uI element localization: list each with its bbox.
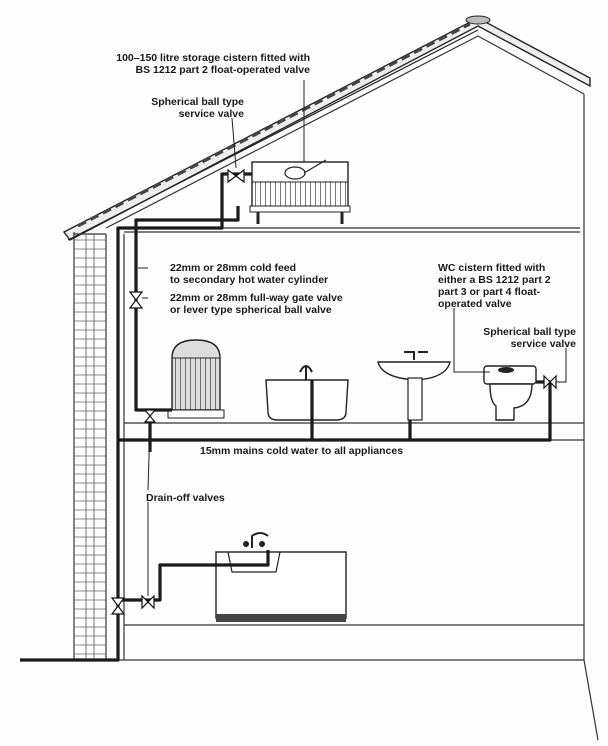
brick-courses xyxy=(74,239,106,655)
drain-off-valve-ground xyxy=(110,594,155,615)
wash-basin xyxy=(377,351,451,421)
label-top-service-valve: Spherical ball type service valve xyxy=(151,96,244,120)
storage-cistern xyxy=(249,159,351,224)
label-gate-valve: 22mm or 28mm full-way gate valve or leve… xyxy=(170,292,343,316)
valve-top-service xyxy=(227,168,245,184)
kitchen-sink-unit xyxy=(215,532,347,622)
drain-off-valve-cylinder xyxy=(143,409,157,423)
hot-water-cylinder xyxy=(167,339,225,419)
roof xyxy=(62,15,591,241)
label-cold-feed: 22mm or 28mm cold feed to secondary hot … xyxy=(170,262,329,286)
wc-pan xyxy=(483,365,537,421)
bath xyxy=(265,365,349,421)
label-mains-cold-water: 15mm mains cold water to all appliances xyxy=(200,445,404,457)
label-wc-cistern: WC cistern fitted with either a BS 1212 … xyxy=(438,262,551,310)
label-storage-cistern: 100–150 litre storage cistern fitted wit… xyxy=(116,52,310,76)
valve-gate-cold-feed xyxy=(128,291,144,309)
leader-lines xyxy=(138,80,567,596)
label-wc-service-valve: Spherical ball type service valve xyxy=(483,326,576,350)
label-drain-off-valves: Drain-off valves xyxy=(146,492,225,504)
